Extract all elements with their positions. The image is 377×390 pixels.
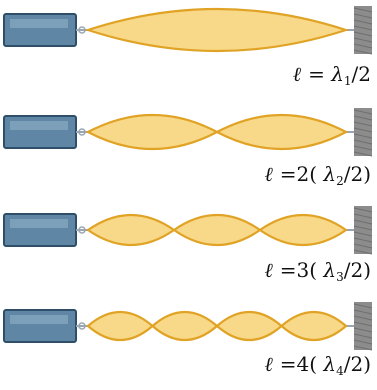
vibrator-highlight <box>10 19 68 28</box>
wall-hatch <box>353 7 373 13</box>
wall-hatch <box>353 139 373 145</box>
wall-hatch <box>353 315 373 321</box>
wave-loop <box>279 311 348 341</box>
wall-hatch <box>353 13 373 19</box>
length-symbol: ℓ <box>264 258 274 282</box>
wall-hatch <box>353 345 373 351</box>
wall-hatch <box>353 133 373 139</box>
string-clip <box>78 226 86 234</box>
wave-loop <box>258 213 348 247</box>
vibrator-box <box>3 213 77 247</box>
caption-post: /2 <box>351 62 371 86</box>
wall-hatch <box>353 321 373 327</box>
caption-row-2: ℓ =2( λ2/2) <box>265 162 371 188</box>
caption-row-4: ℓ =4( λ4/2) <box>265 352 371 378</box>
wall-hatch <box>353 109 373 115</box>
wall-hatch <box>353 243 373 249</box>
vibrator-highlight <box>10 219 68 228</box>
wall-hatch <box>353 231 373 237</box>
wave-loop <box>85 113 220 151</box>
wall-hatch <box>353 249 373 255</box>
wave-loop <box>84 7 350 53</box>
wall-hatch <box>353 237 373 243</box>
vibrator-box <box>3 13 77 47</box>
wall-hatch <box>353 225 373 231</box>
wall-hatch <box>353 151 373 157</box>
lambda-symbol: λ <box>331 62 344 86</box>
wall-hatch <box>353 309 373 315</box>
lambda-subscript: 3 <box>336 270 344 284</box>
vibrator-highlight <box>10 121 68 130</box>
lambda-symbol: λ <box>323 352 337 376</box>
lambda-symbol: λ <box>323 258 337 282</box>
caption-post: /2) <box>343 162 371 186</box>
lambda-symbol: λ <box>323 162 337 186</box>
lambda-subscript: 4 <box>336 364 344 378</box>
wave-loop <box>150 311 219 341</box>
caption-row-3: ℓ =3( λ3/2) <box>265 258 371 284</box>
caption-post: /2) <box>343 352 371 376</box>
wall-hatch <box>353 327 373 333</box>
wall-hatch <box>353 49 373 55</box>
caption-pre: = <box>301 62 332 86</box>
wall-hatch <box>353 37 373 43</box>
string-clip <box>78 128 86 136</box>
wave-loop <box>172 213 262 247</box>
wave-loop <box>86 213 176 247</box>
caption-pre: =2( <box>273 162 324 186</box>
wall-hatch <box>353 19 373 25</box>
wave-loop <box>215 311 284 341</box>
caption-post: /2) <box>343 258 371 282</box>
fixed-wall <box>354 6 372 54</box>
length-symbol: ℓ <box>264 352 274 376</box>
wave-loop <box>86 311 155 341</box>
wall-hatch <box>353 121 373 127</box>
fixed-wall <box>354 108 372 156</box>
wall-hatch <box>353 219 373 225</box>
vibrator-box <box>3 309 77 343</box>
vibrator-box <box>3 115 77 149</box>
fixed-wall <box>354 206 372 254</box>
wall-hatch <box>353 333 373 339</box>
caption-row-1: ℓ = λ1/2 <box>293 62 371 88</box>
fixed-wall <box>354 302 372 350</box>
caption-pre: =3( <box>273 258 324 282</box>
wave-loop <box>214 113 349 151</box>
length-symbol: ℓ <box>293 62 302 86</box>
caption-pre: =4( <box>273 352 324 376</box>
wall-hatch <box>353 145 373 151</box>
wall-hatch <box>353 115 373 121</box>
wall-hatch <box>353 31 373 37</box>
wall-hatch <box>353 43 373 49</box>
wall-hatch <box>353 127 373 133</box>
lambda-subscript: 2 <box>336 174 344 188</box>
wall-hatch <box>353 303 373 309</box>
string-clip <box>78 322 86 330</box>
vibrator-highlight <box>10 315 68 324</box>
wall-hatch <box>353 207 373 213</box>
length-symbol: ℓ <box>264 162 274 186</box>
wall-hatch <box>353 25 373 31</box>
wall-hatch <box>353 213 373 219</box>
lambda-subscript: 1 <box>343 74 352 88</box>
wall-hatch <box>353 339 373 345</box>
